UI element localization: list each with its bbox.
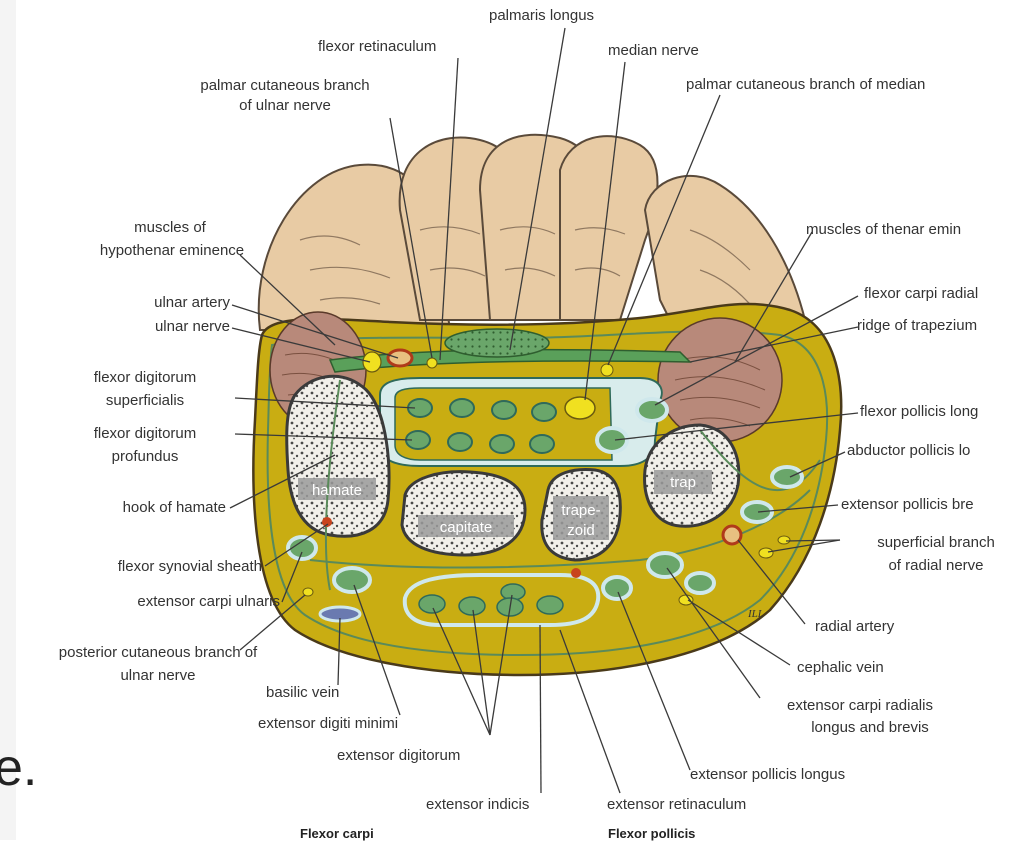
label-palmar-cut-ulnar-2: of ulnar nerve [160, 96, 410, 116]
label-palmar-cut-ulnar-1: palmar cutaneous branch [160, 76, 410, 96]
ulnar-artery [388, 350, 412, 366]
label-palmar-cut-median: palmar cutaneous branch of median [686, 75, 925, 95]
cropped-text-left: Flexor carpi [300, 826, 374, 841]
label-post-cut-ulnar-2: ulnar nerve [18, 666, 298, 686]
dorsal-artery [322, 517, 332, 527]
label-ecrl-1: extensor carpi radialis [760, 696, 960, 716]
label-extensor-retinaculum: extensor retinaculum [607, 795, 746, 815]
label-hook-hamate: hook of hamate [40, 498, 226, 518]
ecrb-tendon [686, 573, 714, 593]
label-extensor-digitorum: extensor digitorum [337, 746, 460, 766]
fcr-tendon [637, 399, 667, 421]
label-flexor-synovial: flexor synovial sheath [40, 557, 262, 577]
palmaris-longus-tendon [445, 329, 549, 357]
page-edge [0, 0, 16, 840]
dorsal-artery-2 [571, 568, 581, 578]
label-fdp-1: flexor digitorum [60, 424, 230, 444]
label-superficial-radial-2: of radial nerve [846, 556, 1026, 576]
label-palmaris-longus: palmaris longus [489, 6, 594, 26]
label-basilic-vein: basilic vein [266, 683, 339, 703]
label-cephalic-vein: cephalic vein [797, 658, 884, 678]
slide-text-fragment: e. [0, 738, 37, 798]
label-ridge-trapezium: ridge of trapezium [857, 316, 977, 336]
label-edm: extensor digiti minimi [258, 714, 398, 734]
label-post-cut-ulnar-1: posterior cutaneous branch of [18, 643, 298, 663]
label-flexor-retinaculum: flexor retinaculum [318, 37, 436, 57]
label-hypothenar-1: muscles of [70, 218, 270, 238]
cropped-text-right: Flexor pollicis [608, 826, 695, 841]
ecrl-tendon [648, 553, 682, 577]
capitate-bone [402, 472, 525, 555]
median-nerve [565, 397, 595, 419]
label-fpl-front: flexor pollicis long [860, 402, 978, 422]
label-superficial-radial-1: superficial branch [846, 533, 1026, 553]
epb-tendon [742, 502, 772, 522]
apl-tendon [772, 467, 802, 487]
label-apl: abductor pollicis lo [847, 441, 970, 461]
label-fds-2: superficialis [60, 391, 230, 411]
label-fds-1: flexor digitorum [60, 368, 230, 388]
label-ecu: extensor carpi ulnaris [40, 592, 280, 612]
fpl-tendon [597, 428, 627, 452]
palmar-cut-ulnar-nerve [427, 358, 437, 368]
edm-tendon [334, 568, 370, 592]
label-median-nerve: median nerve [608, 41, 699, 61]
finger-index [560, 136, 658, 320]
label-extensor-indicis: extensor indicis [426, 795, 529, 815]
label-epl: extensor pollicis longus [690, 765, 845, 785]
ulnar-nerve [363, 352, 381, 372]
label-ecrl-2: longus and brevis [770, 718, 970, 738]
label-ulnar-nerve: ulnar nerve [60, 317, 230, 337]
epl-tendon [603, 577, 631, 599]
label-fdp-2: profundus [60, 447, 230, 467]
palmar-cut-median-nerve [601, 364, 613, 376]
label-radial-artery: radial artery [815, 617, 894, 637]
label-ulnar-artery: ulnar artery [60, 293, 230, 313]
label-hypothenar-2: hypothenar eminence [62, 241, 282, 261]
label-epb: extensor pollicis bre [841, 495, 974, 515]
label-thenar: muscles of thenar emin [806, 220, 961, 240]
label-fcr: flexor carpi radial [864, 284, 978, 304]
